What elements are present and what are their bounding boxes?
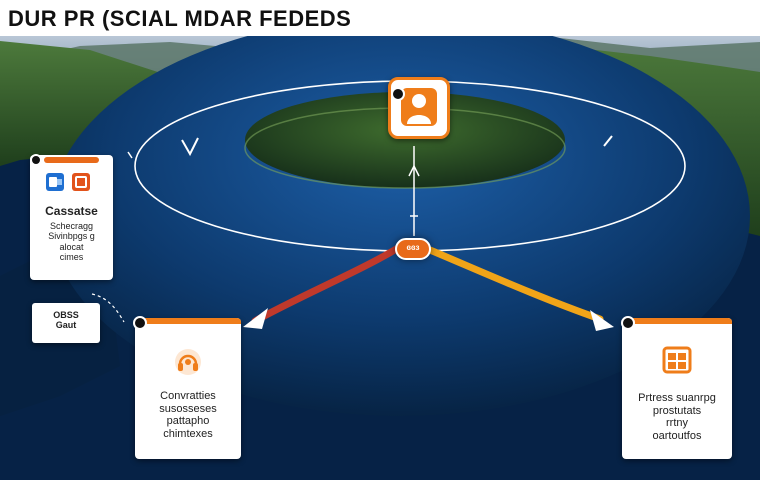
left-card-line: Schecragg [49, 221, 94, 231]
hub-label: ɞɞɜ [406, 243, 420, 252]
left-card-line: alocat [59, 241, 84, 252]
left-card-line: Sivinbpgs g [48, 231, 95, 242]
top-person-node[interactable] [388, 77, 450, 139]
bottom-left-line: chimtexes [163, 427, 213, 440]
office-app-icon [72, 173, 90, 191]
bottom-right-card[interactable]: Prtress suanrpg prostutats rrtny oartout… [622, 318, 732, 459]
card-accent-bar [135, 318, 241, 324]
bottom-right-card-dot [621, 316, 635, 330]
left-branch-arrow [251, 244, 402, 325]
mini-card-text: OBSS Gaut [32, 310, 100, 331]
right-branch-arrow [426, 246, 604, 323]
right-arrowhead [590, 310, 614, 331]
mini-card-line: Gaut [55, 320, 77, 331]
calendar-grid-icon [662, 345, 692, 375]
left-card-dot [30, 154, 42, 166]
bottom-left-line: Convratties [160, 390, 216, 402]
bottom-left-card-body: Convratties susosseses pattapho chimtexe… [135, 390, 241, 441]
left-card-line: cimes [59, 252, 84, 263]
left-card-body: Schecragg Sivinbpgs g alocat cimes [30, 221, 113, 262]
left-card-heading: Cassatse [45, 204, 98, 218]
bottom-right-line: prostutats [652, 404, 702, 417]
title-bar: DUR PR (SCIAL MDAR FEDEDS [0, 0, 760, 36]
bottom-left-line: susosseses [159, 402, 217, 415]
outlook-app-icon [46, 173, 64, 191]
forest-island [245, 92, 565, 188]
bottom-right-line: oartoutfos [652, 429, 702, 442]
bottom-left-card[interactable]: Convratties susosseses pattapho chimtexe… [135, 318, 241, 459]
central-hub[interactable]: ɞɞɜ [395, 238, 431, 260]
card-accent-bar [622, 318, 732, 324]
page-title: DUR PR (SCIAL MDAR FEDEDS [8, 6, 352, 31]
bottom-left-card-dot [133, 316, 147, 330]
left-arrowhead [243, 308, 268, 329]
bottom-left-line: pattapho [166, 415, 210, 428]
mini-label-card[interactable]: OBSS Gaut [32, 303, 100, 343]
top-node-dot [391, 87, 405, 101]
top-connector-arrow [408, 164, 420, 177]
bottom-right-card-body: Prtress suanrpg prostutats rrtny oartout… [622, 392, 732, 443]
card-accent-bar [44, 157, 99, 163]
headset-icon [174, 348, 202, 376]
right-shore-forest [430, 38, 760, 236]
ring-marker-left [181, 137, 199, 157]
bottom-right-line: Prtress suanrpg [638, 392, 716, 404]
ring-marker-right [603, 135, 613, 147]
left-info-card[interactable]: Cassatse Schecragg Sivinbpgs g alocat ci… [30, 155, 113, 280]
ring-marker-small [127, 151, 133, 159]
mini-card-line: OBSS [53, 310, 79, 320]
bottom-right-line: rrtny [666, 417, 688, 430]
person-icon [401, 88, 437, 126]
